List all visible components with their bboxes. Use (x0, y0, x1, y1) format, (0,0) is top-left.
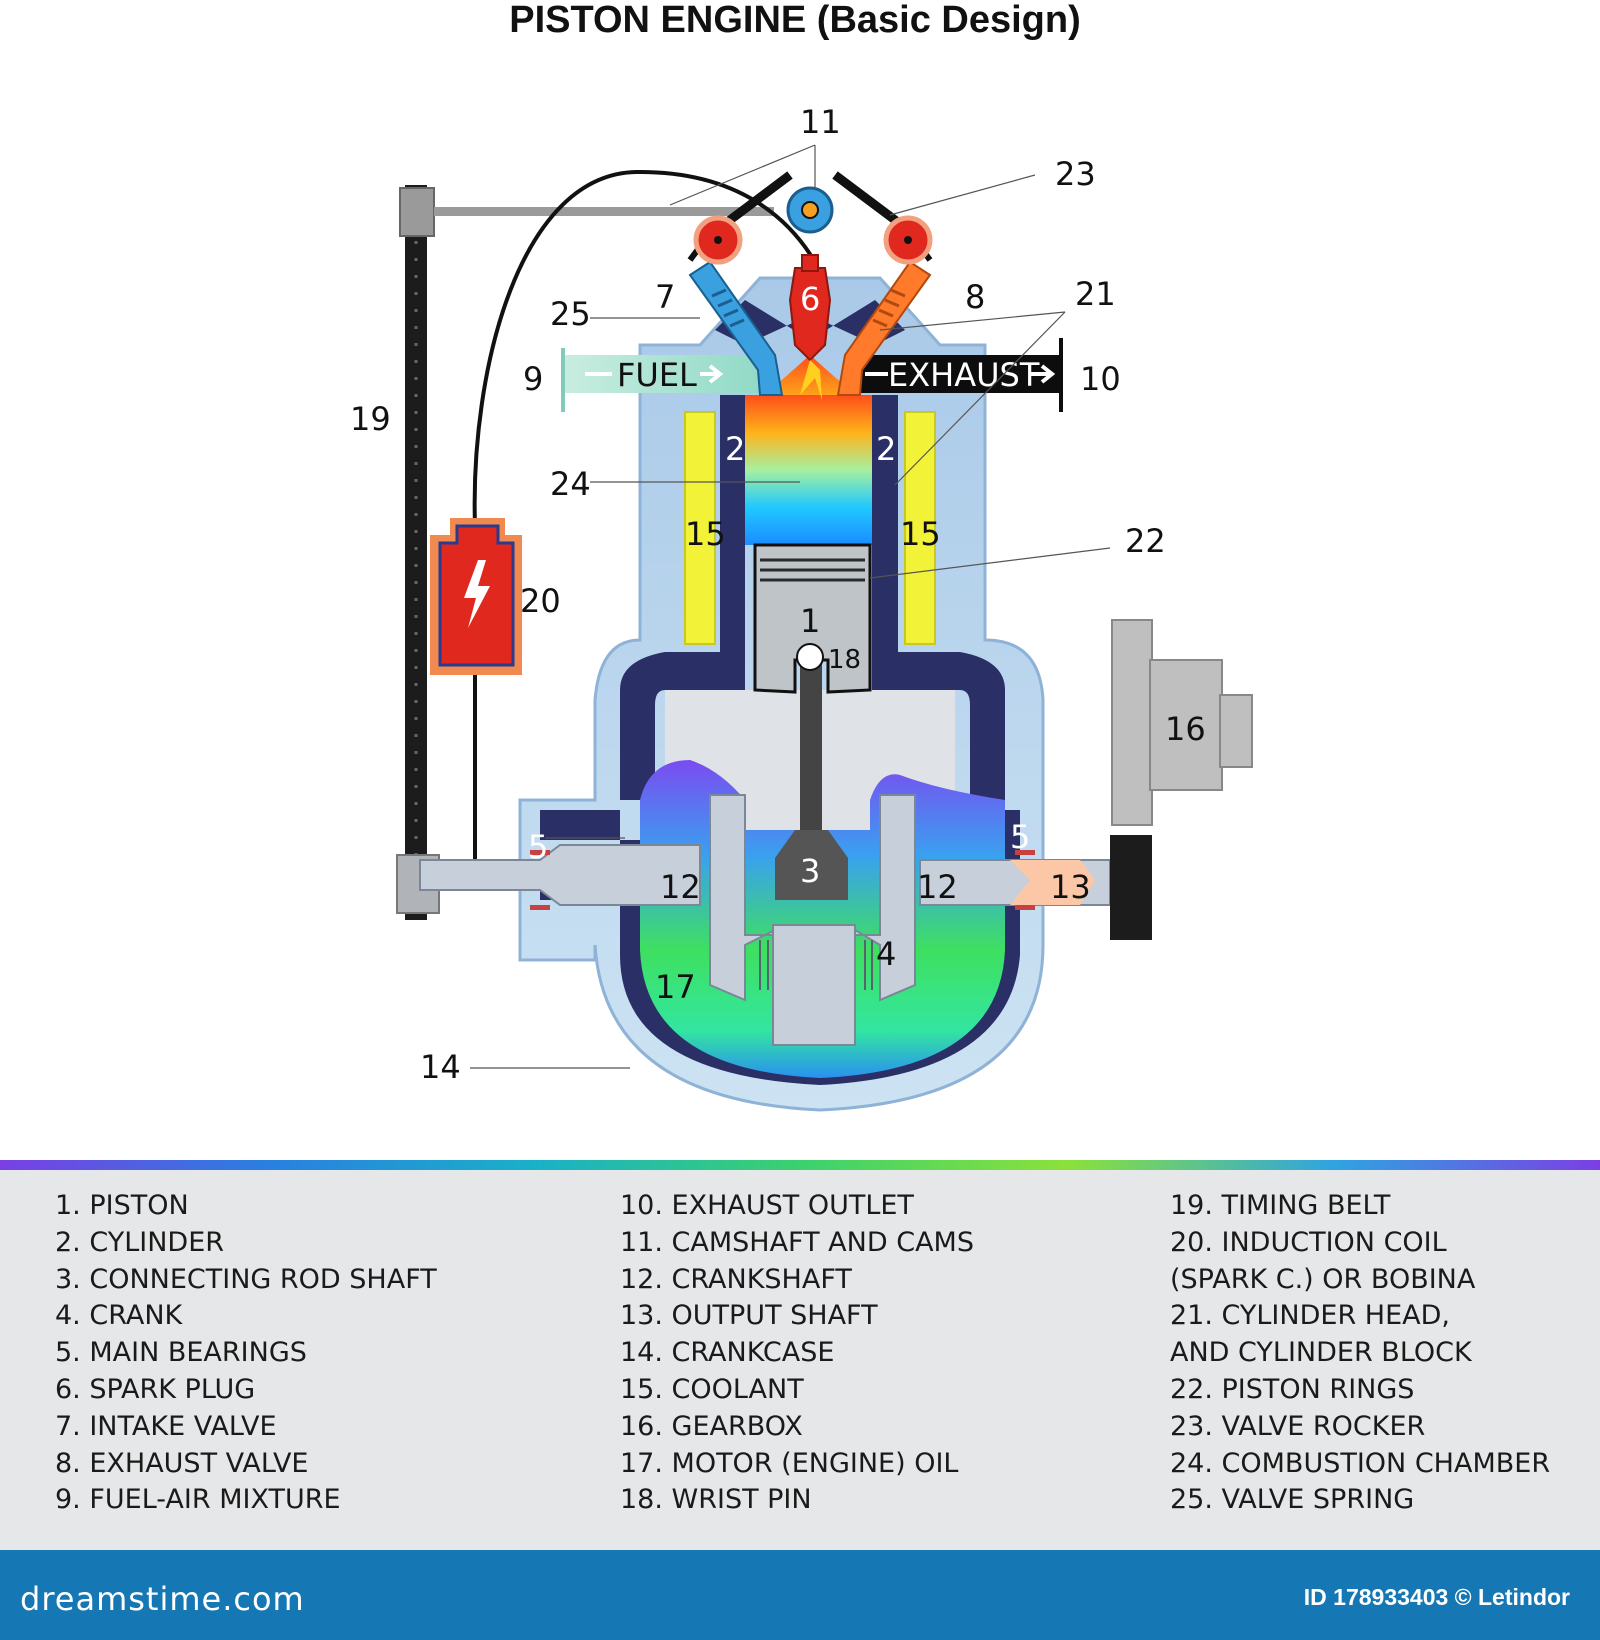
camshaft-cams (693, 186, 933, 265)
legend-panel (0, 1170, 1600, 1550)
crank (709, 794, 916, 1046)
legend-item: 12. CRANKSHAFT (620, 1263, 852, 1295)
legend-item: 18. WRIST PIN (620, 1484, 812, 1516)
callout-14: 14 (420, 1048, 461, 1086)
engine-diagram: PISTON ENGINE (Basic Design) (350, 0, 1253, 1112)
callout-22: 22 (1125, 522, 1166, 560)
legend-item: 2. CYLINDER (55, 1226, 225, 1258)
image-id: ID 178933403 © Letindor (1303, 1584, 1570, 1610)
legend-item: 17. MOTOR (ENGINE) OIL (620, 1447, 959, 1479)
legend-item: 5. MAIN BEARINGS (55, 1337, 307, 1369)
callout-12-right: 12 (917, 868, 958, 906)
legend-item: 22. PISTON RINGS (1170, 1373, 1415, 1405)
diagram-title: PISTON ENGINE (Basic Design) (509, 0, 1081, 41)
induction-coil (430, 518, 522, 675)
callout-7: 7 (655, 278, 675, 316)
callout-16: 16 (1165, 710, 1206, 748)
legend-item: 3. CONNECTING ROD SHAFT (55, 1263, 437, 1295)
callout-12-left: 12 (660, 868, 701, 906)
crankshaft (419, 835, 1152, 940)
coolant-left (684, 411, 716, 645)
legend-item: 6. SPARK PLUG (55, 1373, 256, 1405)
callout-15-right: 15 (900, 515, 941, 553)
legend-column-2: 10. EXHAUST OUTLET 11. CAMSHAFT AND CAMS… (620, 1188, 974, 1519)
legend-item: 10. EXHAUST OUTLET (620, 1190, 914, 1221)
legend-item: 16. GEARBOX (620, 1410, 803, 1442)
fuel-intake: FUEL (561, 348, 768, 412)
leader-lines (470, 144, 1111, 1069)
callout-10: 10 (1080, 360, 1121, 398)
legend-item: AND CYLINDER BLOCK (1170, 1337, 1472, 1369)
callout-9: 9 (523, 360, 543, 398)
callout-25: 25 (550, 295, 591, 333)
callout-5-left: 5 (528, 828, 548, 866)
callout-11: 11 (800, 103, 841, 141)
callout-21: 21 (1075, 275, 1116, 313)
footer-bar (0, 1550, 1600, 1640)
spark-plug (788, 254, 832, 400)
callout-24: 24 (550, 465, 591, 503)
callout-18: 18 (828, 645, 861, 675)
piston (753, 543, 872, 694)
connecting-rod (775, 660, 848, 900)
callout-8: 8 (965, 278, 985, 316)
timing-belt (396, 185, 774, 920)
gearbox (1111, 619, 1253, 826)
legend-item: 1. PISTON (55, 1190, 189, 1221)
wrist-pin (796, 643, 824, 671)
legend-column-1: 1. PISTON 2. CYLINDER 3. CONNECTING ROD … (55, 1188, 437, 1519)
legend-item: 7. INTAKE VALVE (55, 1410, 277, 1442)
exhaust-outlet: EXHAUST (855, 338, 1063, 412)
legend-item: 11. CAMSHAFT AND CAMS (620, 1226, 974, 1258)
legend-divider (0, 1160, 1600, 1170)
callout-19: 19 (350, 400, 391, 438)
coolant-right (904, 411, 936, 645)
callout-20: 20 (520, 582, 561, 620)
callout-4: 4 (876, 935, 896, 973)
callout-13: 13 (1050, 868, 1091, 906)
callout-5-right: 5 (1010, 818, 1030, 856)
exhaust-label: EXHAUST (888, 356, 1040, 394)
callout-17: 17 (655, 968, 696, 1006)
legend-item: 19. TIMING BELT (1170, 1190, 1391, 1221)
fuel-label: FUEL (617, 356, 697, 394)
legend-column-3: 19. TIMING BELT 20. INDUCTION COIL (SPAR… (1170, 1188, 1550, 1519)
legend-item: 9. FUEL-AIR MIXTURE (55, 1484, 341, 1516)
legend-item: 15. COOLANT (620, 1373, 804, 1405)
callout-23: 23 (1055, 155, 1096, 193)
callout-3: 3 (800, 852, 820, 890)
legend-item: (SPARK C.) OR BOBINA (1170, 1263, 1476, 1295)
legend-item: 25. VALVE SPRING (1170, 1484, 1415, 1516)
legend-item: 23. VALVE ROCKER (1170, 1410, 1426, 1442)
legend-item: 21. CYLINDER HEAD, (1170, 1300, 1450, 1332)
callout-2-left: 2 (725, 430, 745, 468)
callout-15-left: 15 (685, 515, 726, 553)
brand-logo: dreamstime.com (20, 1580, 305, 1618)
legend-item: 20. INDUCTION COIL (1170, 1226, 1447, 1258)
legend-item: 14. CRANKCASE (620, 1337, 835, 1369)
legend-item: 24. COMBUSTION CHAMBER (1170, 1447, 1551, 1479)
legend-item: 13. OUTPUT SHAFT (620, 1300, 878, 1332)
callout-1: 1 (800, 602, 820, 640)
callout-6: 6 (800, 280, 820, 318)
legend-item: 4. CRANK (55, 1300, 183, 1332)
legend-item: 8. EXHAUST VALVE (55, 1447, 309, 1479)
callout-2-right: 2 (876, 430, 896, 468)
spark-wire (472, 169, 817, 526)
